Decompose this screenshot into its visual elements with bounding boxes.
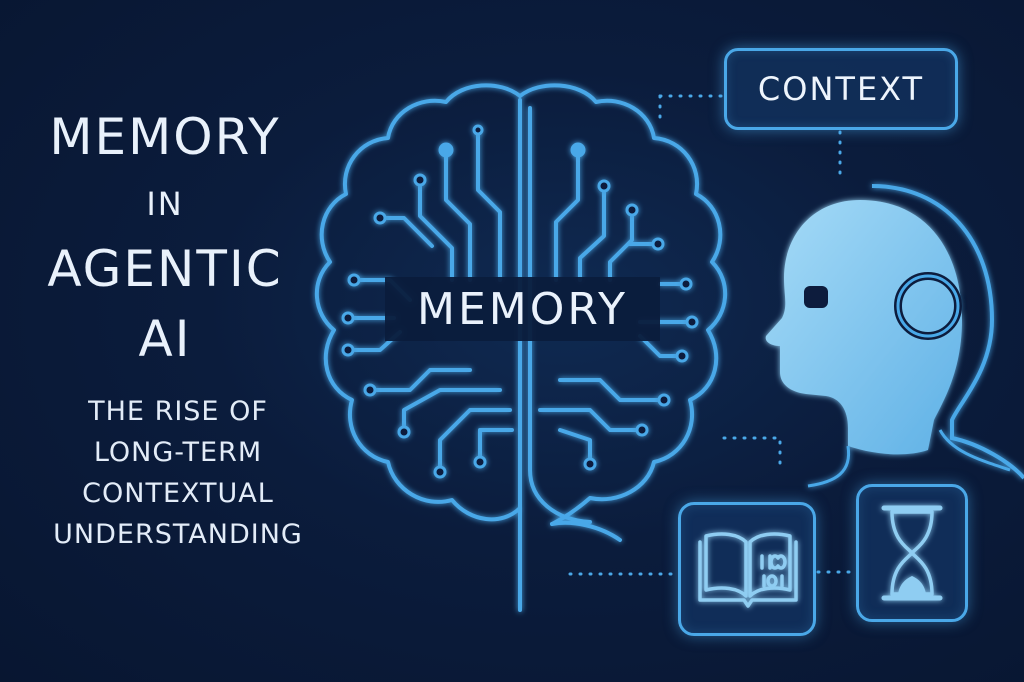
circuit-nodes <box>341 124 699 479</box>
context-label: CONTEXT <box>757 70 925 108</box>
main-title: MEMORY IN AGENTIC AI <box>0 112 330 364</box>
open-book-icon <box>698 532 798 608</box>
brain-circuit-icon <box>315 83 727 612</box>
subtitle-line-2: LONG-TERM <box>93 437 263 468</box>
subtitle-line-4: UNDERSTANDING <box>53 519 303 550</box>
dotted-connectors <box>568 94 858 576</box>
subtitle: THE RISE OF LONG-TERM CONTEXTUAL UNDERST… <box>38 398 318 562</box>
title-line-4: AI <box>138 310 192 368</box>
title-line-1: MEMORY <box>49 108 281 166</box>
title-line-3: AGENTIC <box>47 240 283 298</box>
title-line-2: IN <box>146 185 184 223</box>
subtitle-line-3: CONTEXTUAL <box>82 478 274 509</box>
hourglass-icon <box>881 505 943 601</box>
subtitle-line-1: THE RISE OF <box>88 396 268 427</box>
context-box: CONTEXT <box>724 48 958 130</box>
brain-memory-label: MEMORY <box>385 277 660 341</box>
eye-icon <box>804 286 828 308</box>
human-head-icon <box>765 184 1024 488</box>
